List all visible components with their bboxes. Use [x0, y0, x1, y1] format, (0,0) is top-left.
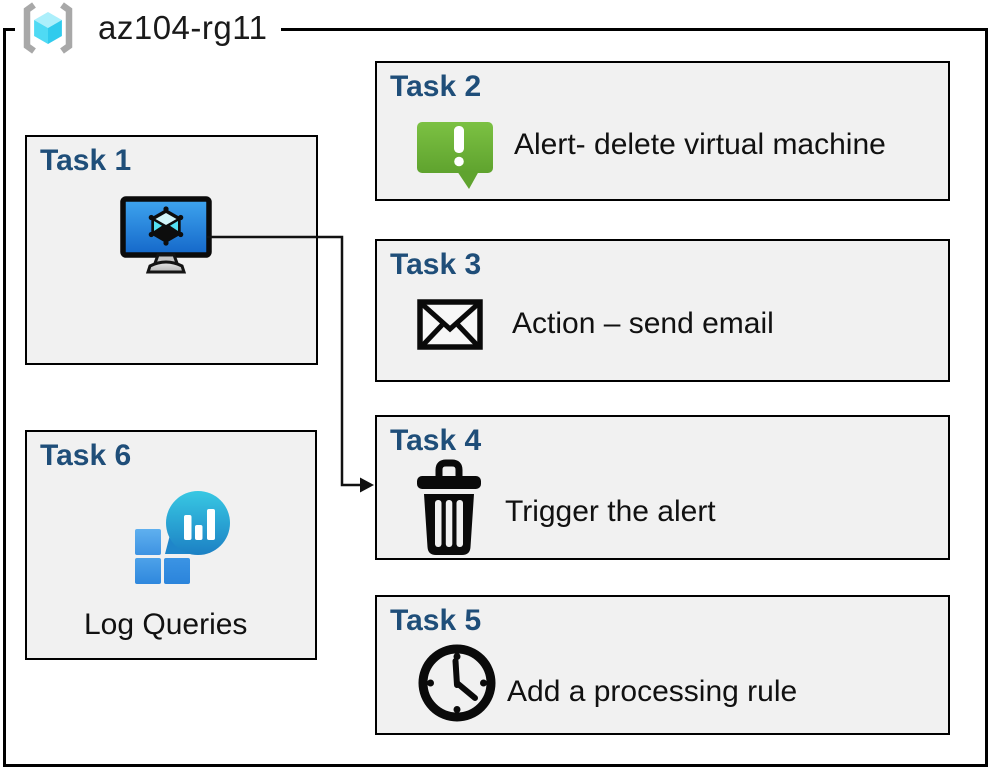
resource-group-frame — [3, 28, 988, 767]
alert-message-icon — [417, 122, 493, 189]
task6-box: Task 6 — [25, 430, 317, 660]
task2-box: Task 2 Alert- delete virtual machine — [375, 61, 950, 201]
task5-box: Task 5 Add a processing rule — [375, 595, 950, 735]
task4-title: Task 4 — [390, 424, 482, 457]
task6-label: Log Queries — [84, 608, 248, 641]
task3-box: Task 3 Action – send email — [375, 239, 950, 382]
task3-label: Action – send email — [512, 307, 774, 340]
task5-label: Add a processing rule — [507, 675, 798, 708]
trash-can-icon — [417, 459, 481, 555]
task3-title: Task 3 — [390, 248, 482, 281]
frame-label-gap — [15, 21, 281, 34]
task4-label: Trigger the alert — [505, 495, 716, 528]
email-envelope-icon — [417, 299, 483, 350]
task4-box: Task 4 Trigger the alert — [375, 415, 950, 560]
virtual-machine-icon — [120, 196, 212, 274]
task2-label: Alert- delete virtual machine — [514, 128, 886, 161]
task1-title: Task 1 — [40, 144, 132, 177]
resource-group-name: az104-rg11 — [98, 9, 268, 46]
clock-icon — [418, 644, 496, 722]
task2-title: Task 2 — [390, 70, 482, 103]
task1-box: Task 1 az104-11-vm0 — [25, 135, 318, 472]
task5-title: Task 5 — [390, 604, 482, 637]
task6-title: Task 6 — [40, 439, 132, 472]
log-analytics-icon — [135, 491, 230, 584]
resource-group-icon — [23, 2, 73, 54]
